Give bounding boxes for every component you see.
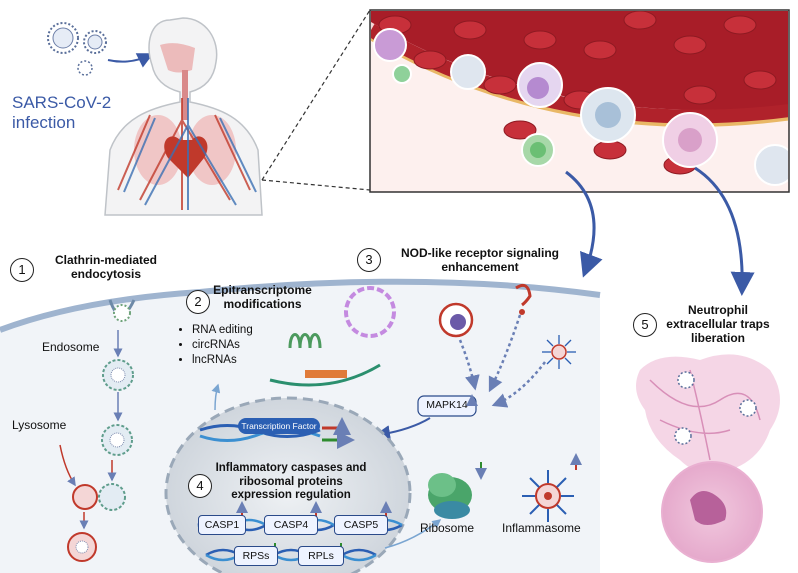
step-2-title: Epitranscriptome modifications — [213, 283, 312, 311]
lysosome-label: Lysosome — [12, 418, 67, 432]
endosome-vesicle — [101, 359, 134, 456]
infection-label: SARS-CoV-2 infection — [12, 93, 112, 132]
nod-receptor-icon — [515, 283, 532, 315]
gene-casp5: CASP5 — [334, 515, 388, 535]
step-4-number: 4 — [188, 474, 212, 498]
step-1-title: Clathrin-mediated endocytosis — [54, 253, 157, 281]
list-item: lncRNAs — [192, 353, 253, 368]
endocytosis-pit — [108, 299, 136, 322]
gene-rpss: RPSs — [234, 546, 278, 566]
virus-icon — [47, 22, 107, 76]
arrow-to-nod — [565, 170, 603, 278]
phagosome-icon — [438, 302, 474, 338]
infection-arrow — [107, 53, 154, 68]
mapk14-box — [417, 395, 477, 417]
step-3-title: NOD-like receptor signaling enhancement — [400, 246, 560, 274]
inflammasome-small-icon — [542, 335, 576, 369]
ribosome-icon — [428, 473, 472, 519]
lncrna-hairpin — [288, 333, 322, 349]
epitranscriptome-list: RNA editing circRNAs lncRNAs — [178, 323, 253, 368]
step-2-number: 2 — [186, 290, 210, 314]
step-5-title: Neutrophil extracellular traps liberatio… — [666, 303, 770, 345]
list-item: RNA editing — [192, 323, 253, 338]
inflammasome-label: Inflammasome — [502, 521, 581, 535]
arrow-to-net — [694, 166, 755, 296]
inflammasome-icon — [522, 470, 574, 522]
gene-casp1: CASP1 — [198, 515, 246, 535]
circrna-ring — [344, 286, 396, 338]
lysosome-fusion — [67, 483, 126, 562]
zoom-line-top — [261, 9, 371, 181]
step-5-number: 5 — [633, 313, 657, 337]
zoom-line-bottom — [261, 179, 371, 191]
blood-vessel-inset — [369, 9, 790, 193]
rna-strand — [269, 363, 381, 387]
step-4-title: Inflammatory caspases and ribosomal prot… — [215, 462, 367, 501]
transcription-factor: Transcription Factor — [238, 418, 320, 434]
ribosome-label: Ribosome — [420, 521, 475, 535]
endosome-label: Endosome — [42, 340, 100, 354]
cell-membrane — [0, 278, 601, 333]
step-1-number: 1 — [10, 258, 34, 282]
neutrophil-net-illustration — [636, 354, 780, 563]
gene-rpls: RPLs — [298, 546, 344, 566]
gene-casp4: CASP4 — [264, 515, 318, 535]
list-item: circRNAs — [192, 338, 253, 353]
step-3-number: 3 — [357, 248, 381, 272]
mapk14-label: MAPK14 — [426, 399, 468, 411]
human-body-illustration — [104, 17, 263, 216]
editing-segment — [305, 370, 347, 378]
